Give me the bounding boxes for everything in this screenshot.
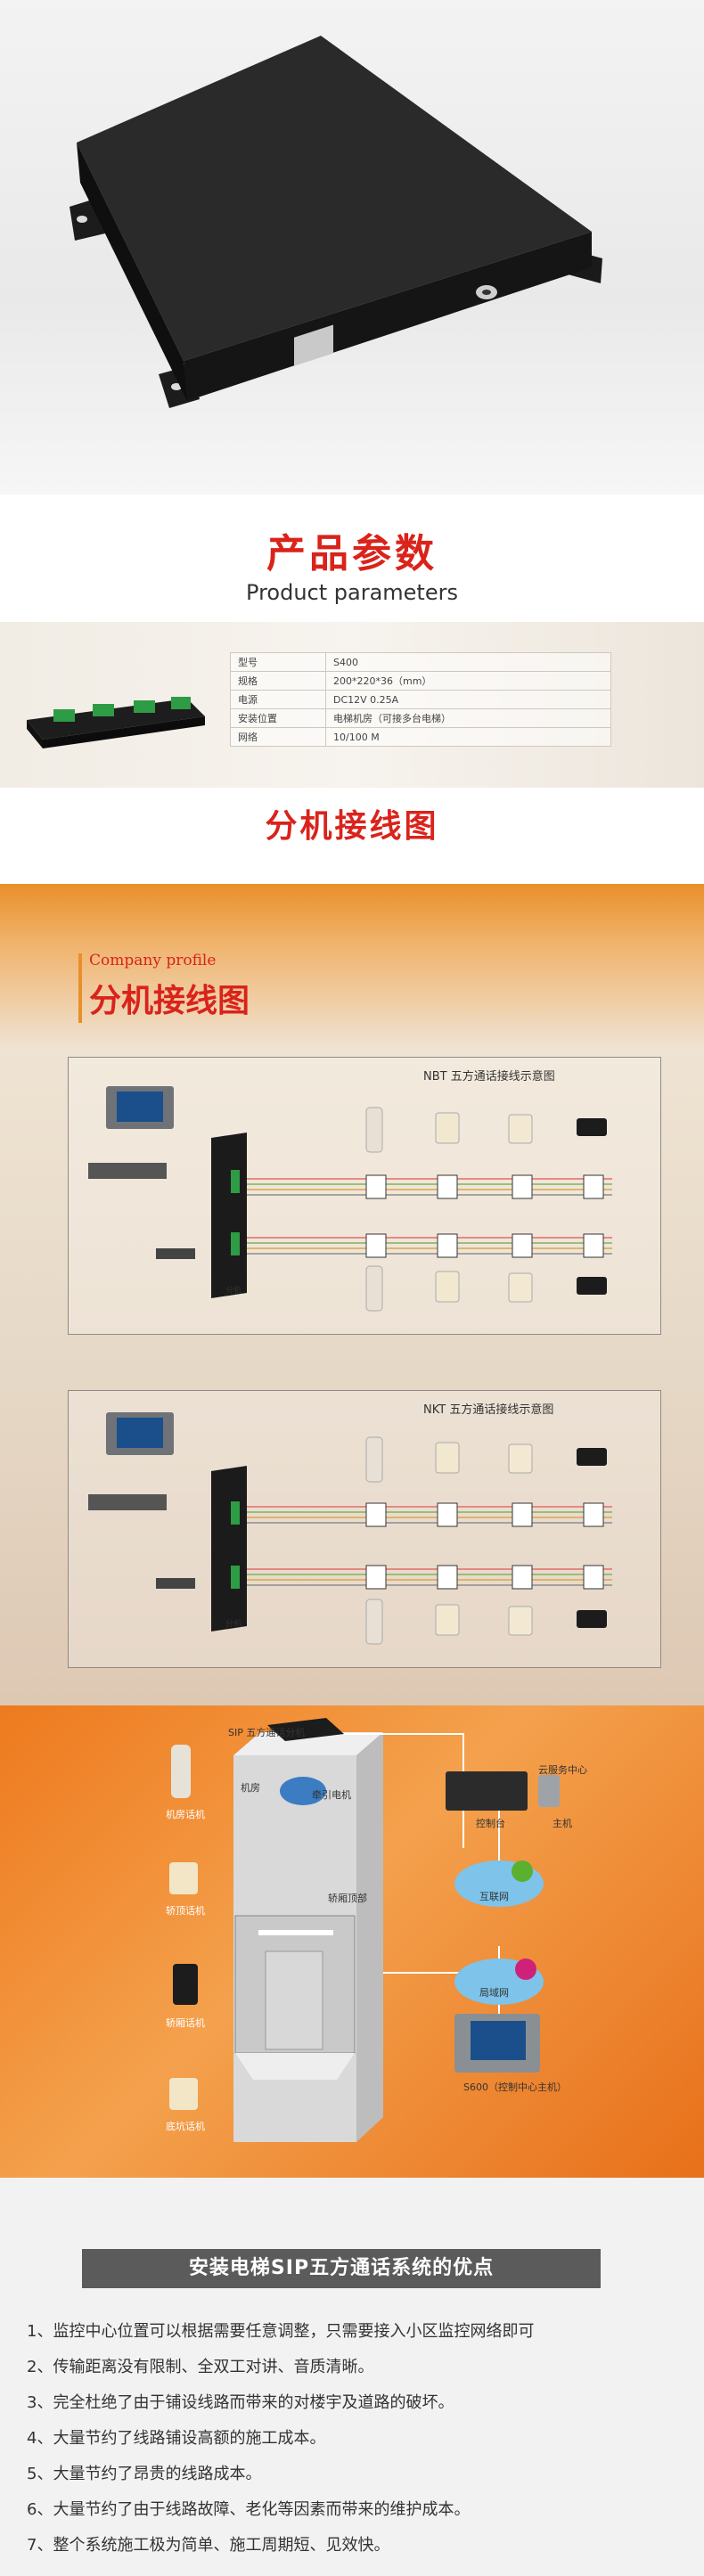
nbt-wiring-graphic [88, 1086, 612, 1312]
nbt-diagram: NBT 五方通话接线示意图 分机 [68, 1057, 661, 1335]
list-item: 4、大量节约了线路铺设高额的施工成本。 [27, 2429, 326, 2448]
device-thumbnail [27, 697, 205, 748]
heading-accent-bar [78, 953, 82, 1023]
car-top-label: 轿厢顶部 [328, 1893, 367, 1904]
param-value: 电梯机房（可接多台电梯） [325, 708, 611, 728]
param-value: DC12V 0.25A [325, 690, 611, 709]
advantages-title: 安装电梯SIP五方通话系统的优点 [82, 2249, 601, 2288]
advantages-section [0, 2178, 704, 2576]
list-item: 5、大量节约了昂贵的线路成本。 [27, 2465, 262, 2483]
sip-system-graphic [169, 1718, 560, 2142]
param-key: 电源 [230, 690, 326, 709]
sip-unit-label: SIP 五方通话分机 [228, 1727, 306, 1738]
param-key: 安装位置 [230, 708, 326, 728]
device-illustration [70, 36, 602, 408]
internet-label: 互联网 [479, 1891, 509, 1902]
params-table: 型号 S400 规格 200*220*36（mm） 电源 DC12V 0.25A… [230, 652, 611, 747]
params-heading: 产品参数 Product parameters [0, 521, 704, 605]
params-title-en: Product parameters [246, 580, 458, 605]
table-row: 安装位置 电梯机房（可接多台电梯） [230, 708, 611, 728]
list-item: 1、监控中心位置可以根据需要任意调整，只需要接入小区监控网络即可 [27, 2322, 535, 2341]
product-photo [0, 0, 704, 495]
console-label: 控制台 [476, 1818, 505, 1829]
unit-label: 分机 [225, 1287, 242, 1296]
traction-motor-label: 牵引电机 [312, 1789, 351, 1801]
table-row: 电源 DC12V 0.25A [230, 690, 611, 709]
company-profile-label: Company profile [89, 952, 217, 969]
host-label: 主机 [553, 1818, 572, 1829]
car-top-phone-label: 轿顶话机 [166, 1905, 205, 1917]
car-phone-label: 轿厢话机 [166, 2017, 205, 2029]
list-item: 6、大量节约了由于线路故障、老化等因素而带来的维护成本。 [27, 2500, 471, 2519]
table-row: 规格 200*220*36（mm） [230, 671, 611, 691]
params-title-cn: 产品参数 [266, 531, 438, 577]
nkt-diagram-title: NKT 五方通话接线示意图 [423, 1403, 554, 1417]
nkt-diagram: NKT 五方通话接线示意图 分机 [68, 1390, 661, 1668]
pit-phone-label: 底坑话机 [166, 2121, 205, 2132]
list-item: 3、完全杜绝了由于铺设线路而带来的对楼宇及道路的破坏。 [27, 2393, 454, 2412]
list-item: 2、传输距离没有限制、全双工对讲、音质清晰。 [27, 2358, 374, 2376]
list-item: 7、整个系统施工极为简单、施工周期短、见效快。 [27, 2536, 390, 2555]
nkt-wiring-graphic [88, 1412, 612, 1645]
s600-label: S600（控制中心主机） [463, 2081, 567, 2093]
lan-label: 局域网 [479, 1987, 509, 1999]
machine-room-label: 机房 [241, 1782, 260, 1794]
wiring-heading: 分机接线图 [265, 808, 439, 845]
table-row: 网络 10/100 M [230, 727, 611, 747]
unit-label: 分机 [225, 1620, 242, 1629]
wiring-subheading: 分机接线图 [89, 983, 250, 1019]
nbt-diagram-title: NBT 五方通话接线示意图 [423, 1070, 555, 1084]
cloud-center-label: 云服务中心 [538, 1764, 587, 1776]
table-row: 型号 S400 [230, 652, 611, 672]
param-value: 10/100 M [325, 727, 611, 747]
machine-phone-label: 机房话机 [166, 1809, 205, 1820]
param-key: 网络 [230, 727, 326, 747]
param-key: 型号 [230, 652, 326, 672]
param-key: 规格 [230, 671, 326, 691]
sip-system-section: SIP 五方通话分机 机房 牵引电机 轿厢顶部 云服务中心 控制台 主机 互联网… [0, 1705, 704, 2178]
param-value: S400 [325, 652, 611, 672]
param-value: 200*220*36（mm） [325, 671, 611, 691]
